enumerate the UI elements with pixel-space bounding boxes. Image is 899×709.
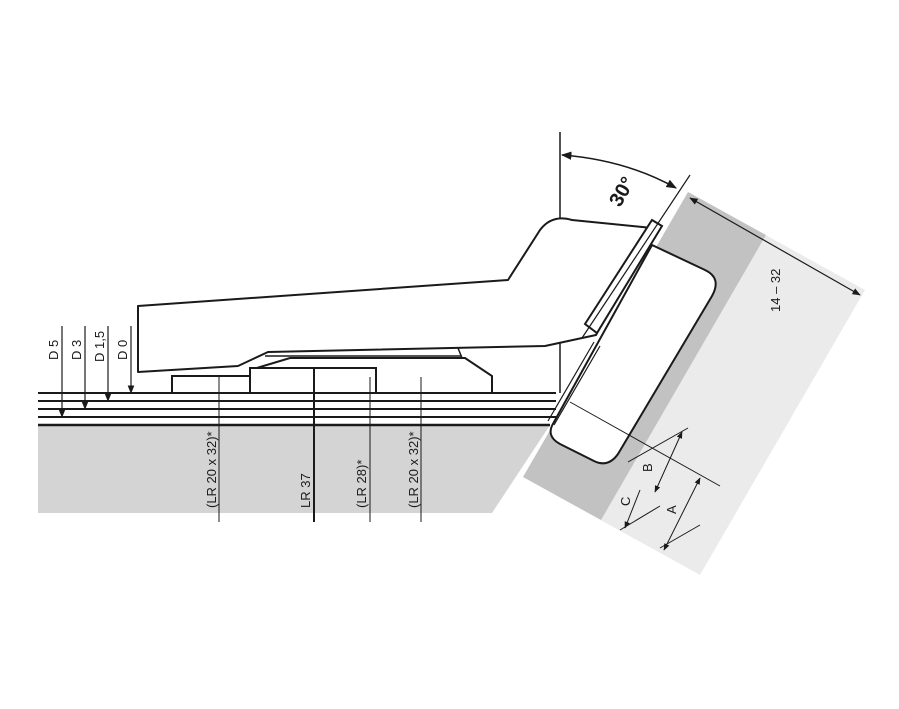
distance-label-d3: D 3 (69, 340, 84, 360)
distance-label-d5: D 5 (46, 340, 61, 360)
hole-label-lr28: (LR 28)* (354, 460, 369, 508)
distance-label-d0: D 0 (115, 340, 130, 360)
mounting-plate-lines (38, 392, 556, 427)
hole-label-lr20x32-left: (LR 20 x 32)* (204, 431, 219, 508)
hinge-arm (137, 217, 653, 373)
hole-label-lr37: LR 37 (298, 473, 313, 508)
door-inner-line (553, 345, 601, 426)
hole-label-lr20x32-right: (LR 20 x 32)* (406, 431, 421, 508)
angle-label: 30° (605, 173, 639, 210)
angle-arc (560, 151, 677, 189)
angle-ref-line (581, 174, 691, 339)
overlay-dimension-line (689, 197, 861, 296)
distance-markers (58, 326, 135, 418)
door-surface-line (547, 341, 595, 422)
plate-left-block (171, 375, 251, 394)
cabinet-side-panel (38, 425, 550, 513)
plate-tip-line (457, 347, 463, 359)
dim-label-c: C (618, 497, 633, 506)
distance-label-d1-5: D 1,5 (92, 331, 107, 362)
door-dimension-lines (569, 401, 721, 551)
hole-pattern-lines (218, 377, 422, 522)
dim-label-b: B (640, 463, 655, 472)
overlay-range-label: 14 – 32 (768, 269, 783, 312)
dim-label-a: A (664, 505, 679, 514)
